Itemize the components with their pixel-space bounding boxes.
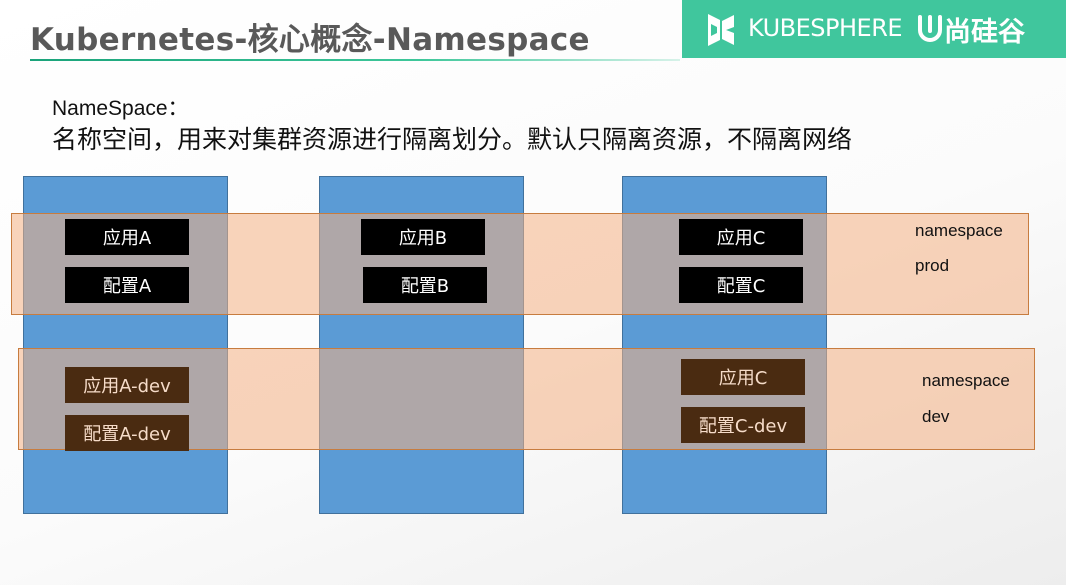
dev-app-a: 应用A-dev [65, 367, 189, 403]
namespace-dev-label-1: namespace [922, 371, 1010, 390]
intro-label: NameSpace： [52, 97, 189, 120]
prod-config-a: 配置A [65, 267, 189, 303]
namespace-prod-label-1: namespace [915, 221, 1003, 240]
prod-app-b: 应用B [361, 219, 485, 255]
namespace-dev-label-2: dev [922, 407, 950, 426]
brand-bar: KUBESPHERE 尚硅谷 [682, 0, 1066, 58]
dev-config-c: 配置C-dev [681, 407, 805, 443]
prod-config-b: 配置B [363, 267, 487, 303]
prod-app-a: 应用A [65, 219, 189, 255]
title-underline [30, 59, 680, 61]
prod-app-c: 应用C [679, 219, 803, 255]
slide-title: Kubernetes-核心概念-Namespace [30, 22, 590, 58]
partner-name: 尚硅谷 [944, 17, 1025, 48]
dev-app-c: 应用C [681, 359, 805, 395]
namespace-prod-label-2: prod [915, 256, 950, 275]
atguigu-logo-icon [918, 15, 942, 42]
prod-config-c: 配置C [679, 267, 803, 303]
brand-name: KUBESPHERE [748, 14, 903, 42]
dev-config-a: 配置A-dev [65, 415, 189, 451]
kubesphere-logo-icon [708, 14, 734, 46]
intro-description: 名称空间，用来对集群资源进行隔离划分。默认只隔离资源，不隔离网络 [52, 125, 853, 154]
